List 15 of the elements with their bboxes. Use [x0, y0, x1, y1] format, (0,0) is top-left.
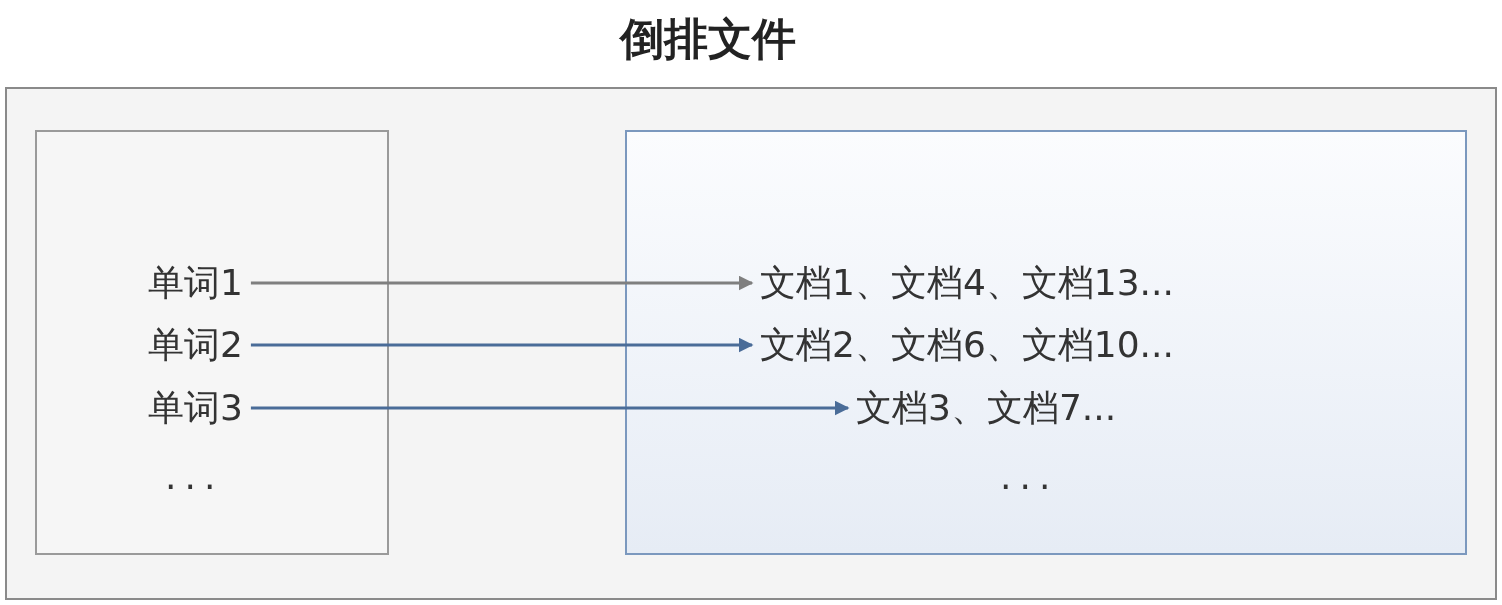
ellipsis-text: ...	[1000, 455, 1059, 499]
container-box	[5, 87, 1497, 600]
panel-box	[35, 130, 389, 555]
arrow	[250, 400, 850, 416]
arrow	[250, 275, 754, 291]
node-text: 单词2	[140, 323, 251, 367]
ellipsis-text: ...	[165, 455, 224, 499]
node-text: 单词3	[140, 386, 251, 430]
node-text: 文档1、文档4、文档13...	[752, 261, 1182, 305]
arrow	[250, 337, 754, 353]
node-text: 单词1	[140, 261, 251, 305]
panel-box	[625, 130, 1467, 555]
diagram-title: 倒排文件	[618, 12, 797, 66]
node-text: 文档2、文档6、文档10...	[752, 323, 1182, 367]
node-text: 文档3、文档7...	[848, 386, 1125, 430]
